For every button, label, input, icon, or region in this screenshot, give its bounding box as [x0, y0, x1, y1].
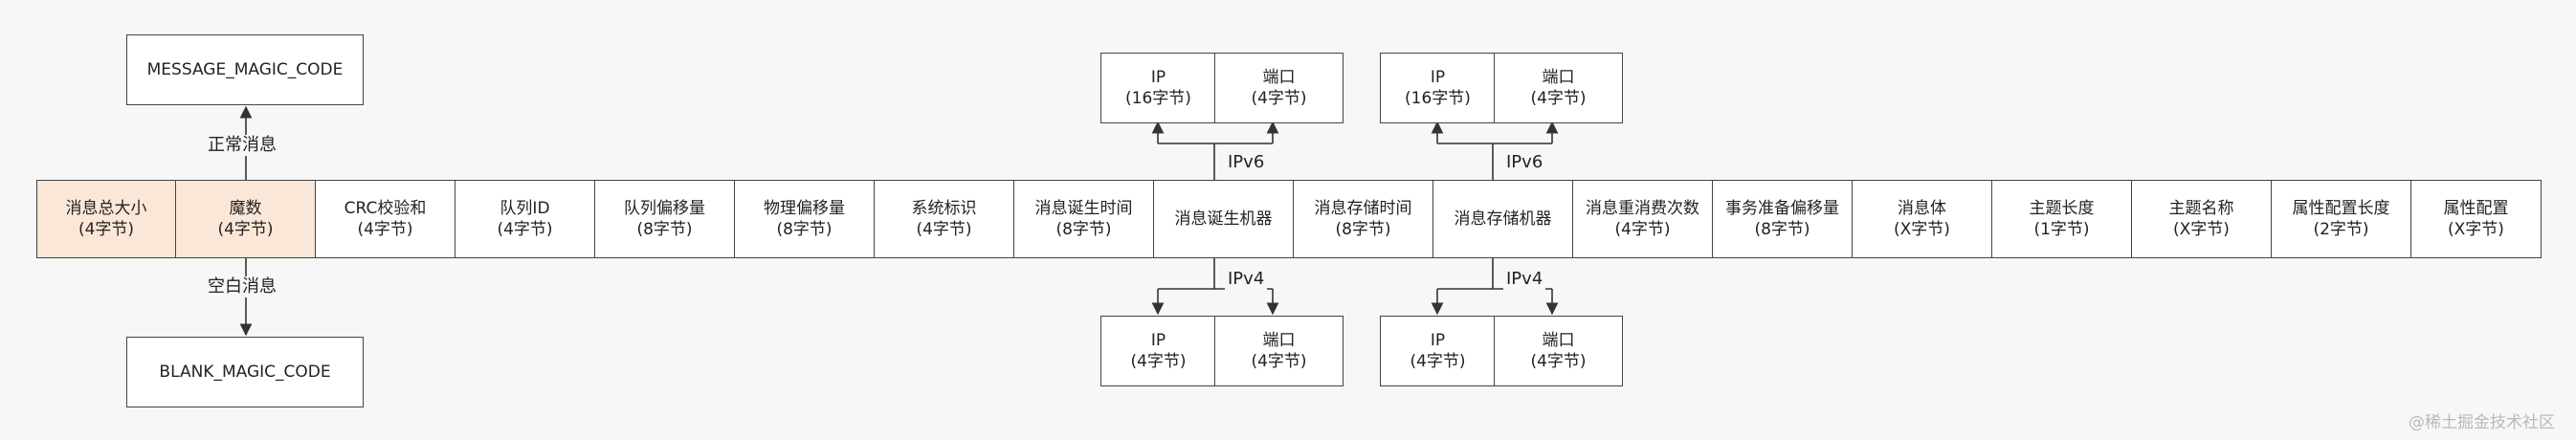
field-cell: 主题长度 (1字节): [1992, 180, 2132, 258]
field-cell: 消息诞生时间 (8字节): [1014, 180, 1154, 258]
field-name: 消息存储时间: [1314, 199, 1412, 218]
field-cell: 属性配置 (X字节): [2411, 180, 2542, 258]
store-host-ipv6-label: IPv6: [1503, 152, 1546, 173]
store-host-ipv4-label: IPv4: [1503, 269, 1546, 290]
field-size: (8字节): [1055, 220, 1112, 239]
born-host-ipv4-ip-box: IP (4字节): [1100, 316, 1216, 386]
field-name: 魔数: [229, 199, 262, 218]
field-size: (X字节): [1894, 220, 1950, 239]
port-size: (4字节): [1251, 352, 1307, 371]
field-size: (8字节): [1754, 220, 1810, 239]
field-size: (1字节): [2033, 220, 2090, 239]
born-host-ipv6-ip-box: IP (16字节): [1100, 53, 1216, 123]
field-size: (4字节): [916, 220, 972, 239]
field-size: (4字节): [497, 220, 553, 239]
field-cell: 消息存储机器: [1433, 180, 1573, 258]
field-name: 消息重消费次数: [1586, 199, 1699, 218]
born-host-ipv4-port-box: 端口 (4字节): [1214, 316, 1344, 386]
field-name: 事务准备偏移量: [1725, 199, 1839, 218]
port-size: (4字节): [1530, 352, 1587, 371]
store-host-ipv4-ip-box: IP (4字节): [1380, 316, 1496, 386]
blank-magic-code-text: BLANK_MAGIC_CODE: [159, 363, 331, 382]
port-size: (4字节): [1530, 89, 1587, 108]
field-name: CRC校验和: [344, 199, 427, 218]
ip-label: IP: [1430, 68, 1446, 87]
field-name: 属性配置长度: [2292, 199, 2390, 218]
field-size: (8字节): [1335, 220, 1391, 239]
ip-size: (16字节): [1405, 89, 1471, 108]
field-name: 消息诞生时间: [1034, 199, 1133, 218]
watermark: @稀土掘金技术社区: [2409, 413, 2555, 432]
field-name: 消息存储机器: [1454, 209, 1552, 229]
field-size: (4字节): [78, 220, 135, 239]
field-name: 主题名称: [2168, 199, 2234, 218]
port-label: 端口: [1542, 68, 1575, 87]
port-size: (4字节): [1251, 89, 1307, 108]
field-name: 队列偏移量: [624, 199, 705, 218]
store-host-ipv6-connector: [1431, 121, 1559, 180]
field-size: (X字节): [2448, 220, 2504, 239]
store-host-ipv6-port-box: 端口 (4字节): [1494, 53, 1623, 123]
field-cell: 消息存储时间 (8字节): [1294, 180, 1433, 258]
field-cell: 物理偏移量 (8字节): [735, 180, 875, 258]
field-size: (8字节): [776, 220, 833, 239]
ip-label: IP: [1150, 331, 1166, 350]
field-size: (4字节): [217, 220, 274, 239]
born-host-ipv6-port-box: 端口 (4字节): [1214, 53, 1344, 123]
field-size: (4字节): [1614, 220, 1671, 239]
field-name: 主题长度: [2029, 199, 2095, 218]
field-cell: 事务准备偏移量 (8字节): [1713, 180, 1853, 258]
field-size: (2字节): [2313, 220, 2369, 239]
blank-message-label: 空白消息: [205, 276, 279, 297]
message-format-row: 消息总大小 (4字节) 魔数 (4字节) CRC校验和 (4字节) 队列ID (…: [36, 180, 2542, 258]
field-size: (4字节): [357, 220, 413, 239]
born-host-ipv6-connector: [1151, 121, 1279, 180]
field-name: 消息总大小: [65, 199, 147, 218]
field-name: 消息诞生机器: [1174, 209, 1273, 229]
field-cell: 主题名称 (X字节): [2132, 180, 2272, 258]
born-host-ipv6-label: IPv6: [1225, 152, 1268, 173]
field-cell: 系统标识 (4字节): [875, 180, 1014, 258]
port-label: 端口: [1542, 331, 1575, 350]
ip-label: IP: [1430, 331, 1446, 350]
field-cell: 消息重消费次数 (4字节): [1573, 180, 1713, 258]
field-size: (8字节): [636, 220, 693, 239]
field-cell: 属性配置长度 (2字节): [2272, 180, 2411, 258]
port-label: 端口: [1262, 68, 1296, 87]
ip-size: (16字节): [1125, 89, 1191, 108]
field-cell: 消息总大小 (4字节): [36, 180, 176, 258]
field-cell: CRC校验和 (4字节): [316, 180, 455, 258]
store-host-ipv4-port-box: 端口 (4字节): [1494, 316, 1623, 386]
born-host-ipv4-label: IPv4: [1225, 269, 1268, 290]
ip-size: (4字节): [1130, 352, 1187, 371]
blank-magic-code-box: BLANK_MAGIC_CODE: [126, 337, 364, 407]
store-host-ipv6-ip-box: IP (16字节): [1380, 53, 1496, 123]
ip-label: IP: [1150, 68, 1166, 87]
field-name: 消息体: [1898, 199, 1946, 218]
field-cell: 消息体 (X字节): [1853, 180, 1992, 258]
field-size: (X字节): [2173, 220, 2230, 239]
field-name: 系统标识: [911, 199, 977, 218]
field-name: 属性配置: [2443, 199, 2509, 218]
ip-size: (4字节): [1410, 352, 1466, 371]
field-cell: 队列ID (4字节): [455, 180, 595, 258]
field-name: 物理偏移量: [764, 199, 845, 218]
field-cell: 消息诞生机器: [1154, 180, 1294, 258]
field-name: 队列ID: [500, 199, 550, 218]
message-magic-code-text: MESSAGE_MAGIC_CODE: [146, 60, 344, 79]
field-cell: 魔数 (4字节): [176, 180, 316, 258]
normal-message-label: 正常消息: [205, 135, 279, 156]
port-label: 端口: [1262, 331, 1296, 350]
field-cell: 队列偏移量 (8字节): [595, 180, 735, 258]
message-magic-code-box: MESSAGE_MAGIC_CODE: [126, 34, 364, 105]
